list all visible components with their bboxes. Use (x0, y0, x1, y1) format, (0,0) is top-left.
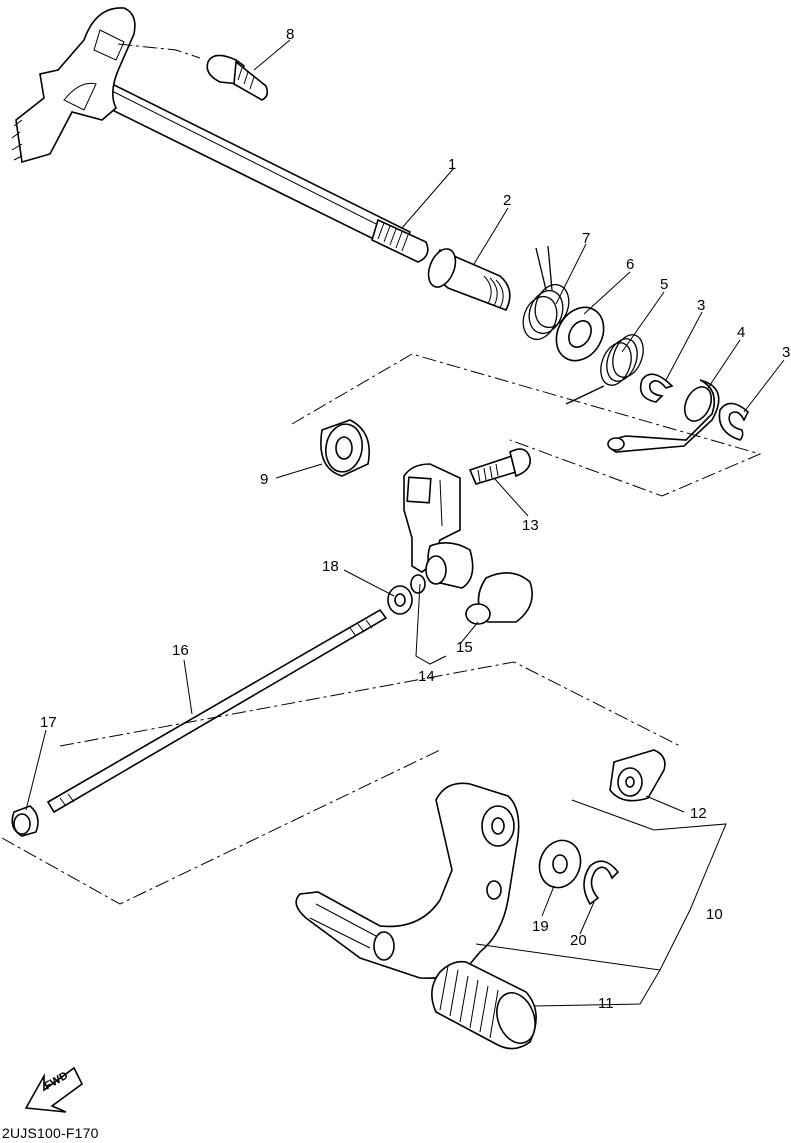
callout-17: 17 (40, 714, 57, 731)
callout-8: 8 (286, 26, 295, 43)
callout-13: 13 (522, 517, 539, 534)
callout-1: 1 (448, 156, 457, 173)
drawing-code: 2UJS100-F170 (2, 1125, 99, 1141)
fwd-arrow-icon (24, 1066, 84, 1113)
part-11-footrest-rubber (431, 960, 537, 1050)
part-4-stopper-lever (607, 379, 720, 453)
part-8-stud-bolt (206, 54, 269, 101)
callout-19: 19 (532, 918, 549, 935)
callout-5: 5 (660, 276, 669, 293)
small-washer (410, 574, 426, 594)
part-10-shift-pedal (295, 782, 520, 980)
callout-11: 11 (598, 995, 614, 1012)
callout-15: 15 (456, 639, 473, 656)
callout-12: 12 (690, 805, 707, 822)
part-19-washer (538, 839, 582, 889)
callout-9: 9 (260, 471, 269, 488)
part-3-circlip-upper (639, 373, 674, 403)
part-3-circlip-lower (718, 402, 749, 441)
part-12-joint (609, 749, 666, 802)
callout-16: 16 (172, 642, 189, 659)
callout-20: 20 (570, 932, 587, 949)
part-16-tie-rod (46, 608, 388, 814)
callout-4: 4 (737, 324, 746, 341)
part-6-washer (555, 306, 605, 362)
callout-10: 10 (706, 906, 723, 923)
part-5-spring (565, 334, 644, 405)
part-7-torsion-spring (522, 245, 570, 341)
part-20-clip (583, 860, 620, 906)
callout-3-upper: 3 (697, 297, 706, 314)
part-13-bolt (468, 448, 532, 485)
callout-7: 7 (582, 230, 591, 247)
callout-6: 6 (626, 256, 635, 273)
part-15-boot (465, 572, 533, 625)
callout-leaders (25, 39, 785, 1007)
callout-14: 14 (418, 668, 435, 685)
callout-2: 2 (503, 192, 512, 209)
part-14-shift-arm (403, 463, 474, 589)
shift-shaft (11, 7, 429, 263)
part-9-bearing (320, 419, 370, 477)
part-17-nut (11, 805, 39, 837)
callout-3-lower: 3 (782, 344, 791, 361)
part-2-collar (427, 248, 511, 312)
callout-18: 18 (322, 558, 339, 575)
part-18-nut (387, 585, 413, 615)
